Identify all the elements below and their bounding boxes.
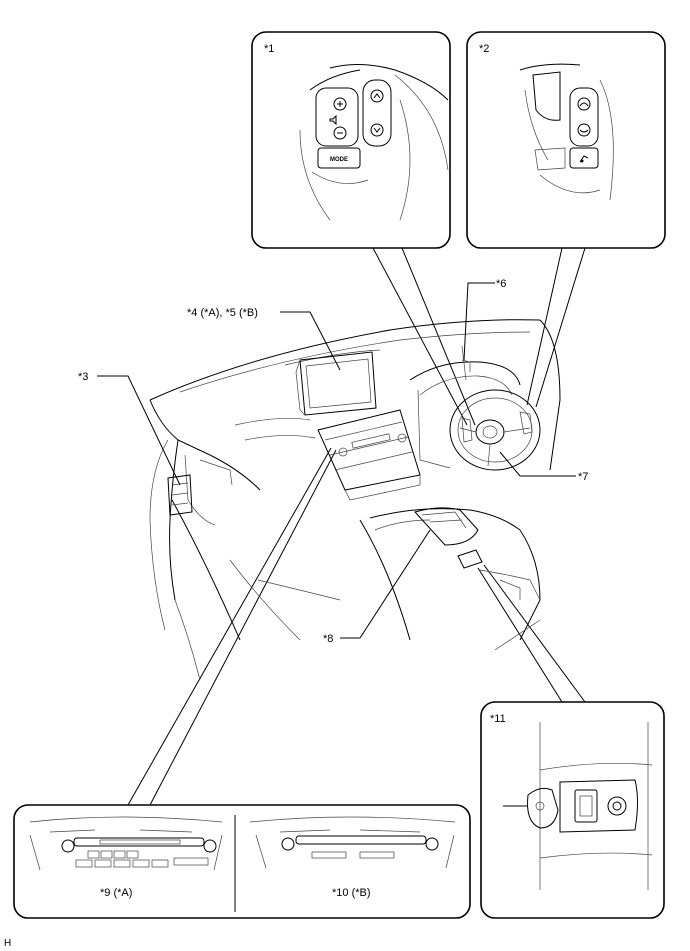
- dashboard-illustration: [149, 319, 561, 681]
- callout-leaders: [97, 282, 576, 639]
- mode-switch-label: MODE: [330, 157, 348, 163]
- callout-10: *10 (*B): [332, 887, 371, 899]
- corner-mark: H: [4, 938, 11, 949]
- callout-1: *1: [264, 43, 274, 55]
- detail-box-11: *11: [480, 701, 665, 919]
- callout-2: *2: [479, 43, 489, 55]
- detail-leader-lines: [127, 247, 586, 806]
- detail-box-audio-units: *9 (*A) *10 (*B): [13, 804, 471, 919]
- detail-box-2: *2: [466, 31, 666, 249]
- callout-7: *7: [578, 471, 588, 483]
- callout-6: *6: [496, 278, 506, 290]
- callout-3: *3: [78, 371, 88, 383]
- detail-box-1: MODE *1: [251, 31, 451, 249]
- callout-11: *11: [490, 713, 506, 725]
- callout-4-5: *4 (*A), *5 (*B): [187, 307, 258, 319]
- callout-8: *8: [323, 633, 333, 645]
- callout-9: *9 (*A): [100, 887, 132, 899]
